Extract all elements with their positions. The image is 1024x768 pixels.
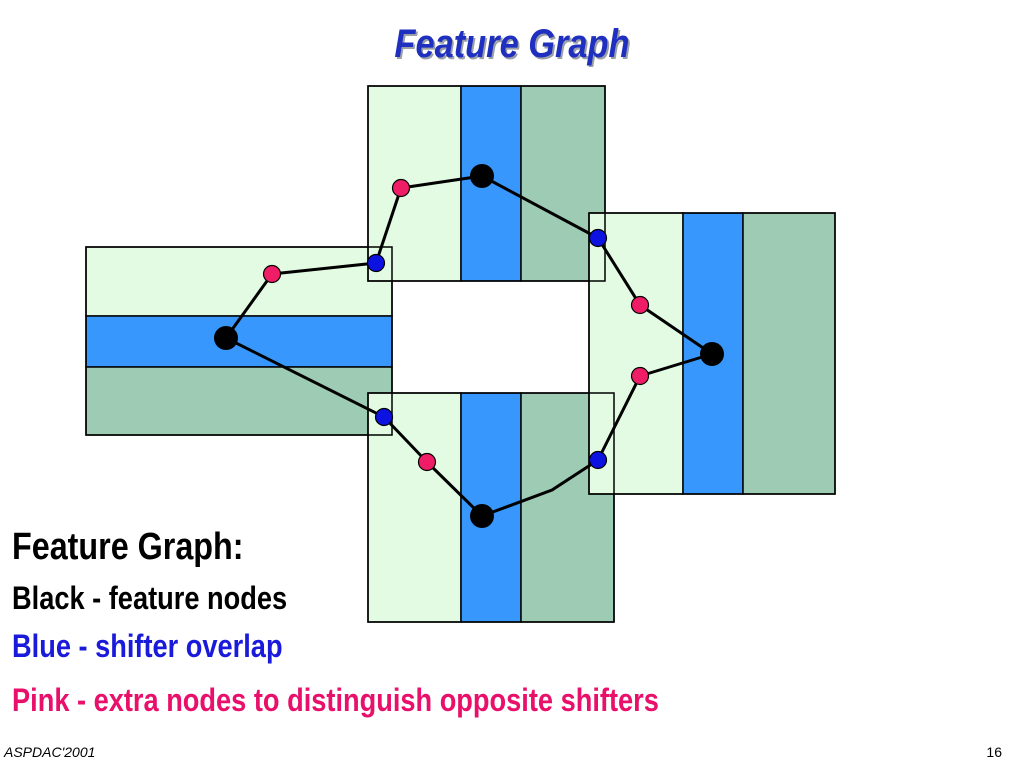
extra-node [630,295,650,315]
left-feature [85,315,393,368]
legend-blue-nodes: Blue - shifter overlap [12,628,283,664]
feature-node [470,164,494,188]
edge [400,174,483,190]
edge [425,460,484,518]
right-block-outline [588,212,836,495]
top-block-outline [367,85,606,282]
edge [639,303,713,356]
legend-pink-nodes: Pink - extra nodes to distinguish opposi… [12,682,659,718]
bottom-block-outline [367,392,615,623]
edge [481,458,599,518]
graph-edges [224,174,713,518]
left-light-shifter [85,246,393,317]
overlap-node [588,450,608,470]
feature-node [700,342,724,366]
left-dark-shifter [85,366,393,436]
edge [596,237,642,306]
extra-node [417,452,437,472]
top-light-shifter [367,85,462,282]
extra-node [391,178,411,198]
extra-nodes [262,178,650,472]
extra-node [262,264,282,284]
overlap-nodes [366,228,608,470]
edge [596,375,642,461]
legend-heading: Feature Graph: [12,526,244,568]
edge [374,187,403,264]
edge [225,336,385,419]
bottom-feature [460,392,522,623]
slide-title: Feature Graph [394,22,630,66]
feature-nodes [214,164,724,528]
bottom-light-shifter [367,392,462,623]
edge [481,174,599,240]
overlap-node [588,228,608,248]
overlap-node [374,407,394,427]
footer-conference: ASPDAC'2001 [4,744,96,760]
edge [639,352,713,378]
page-number: 16 [986,744,1002,760]
right-dark-shifter [742,212,836,495]
legend-black-nodes: Black - feature nodes [12,580,288,616]
edge [382,415,429,464]
left-feature-block [85,246,393,436]
left-block-outline [85,246,393,436]
feature-node [214,326,238,350]
overlap-node [366,253,386,273]
extra-node [630,366,650,386]
feature-node [470,504,494,528]
bottom-feature-block [367,392,615,623]
edge [271,261,377,276]
edge [224,273,274,339]
